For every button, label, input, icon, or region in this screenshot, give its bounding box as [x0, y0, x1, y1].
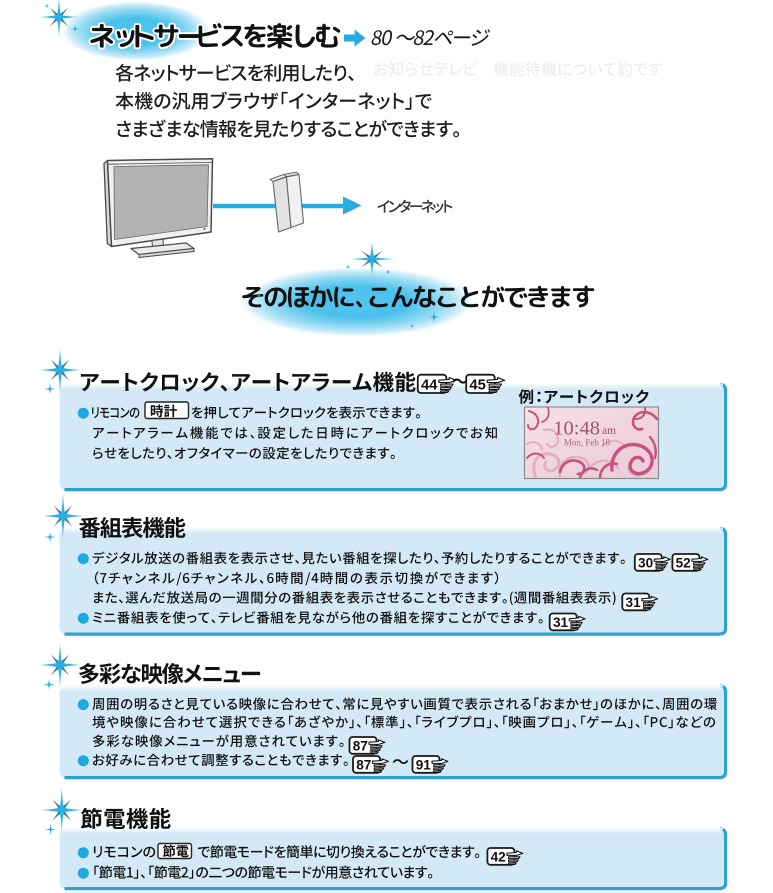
svg-text:44: 44: [421, 378, 438, 394]
svg-text:am: am: [602, 425, 616, 437]
svg-text:91: 91: [416, 757, 432, 772]
svg-text:10:48: 10:48: [553, 418, 600, 440]
svg-text:45: 45: [469, 378, 485, 394]
svg-text:52: 52: [676, 555, 692, 570]
svg-text:Mon, Feb 18: Mon, Feb 18: [564, 438, 611, 448]
svg-text:31: 31: [626, 595, 642, 610]
svg-text:42: 42: [491, 849, 507, 864]
svg-text:87: 87: [356, 757, 371, 772]
svg-text:87: 87: [353, 738, 368, 753]
svg-text:31: 31: [553, 615, 569, 630]
svg-text:30: 30: [638, 555, 653, 570]
